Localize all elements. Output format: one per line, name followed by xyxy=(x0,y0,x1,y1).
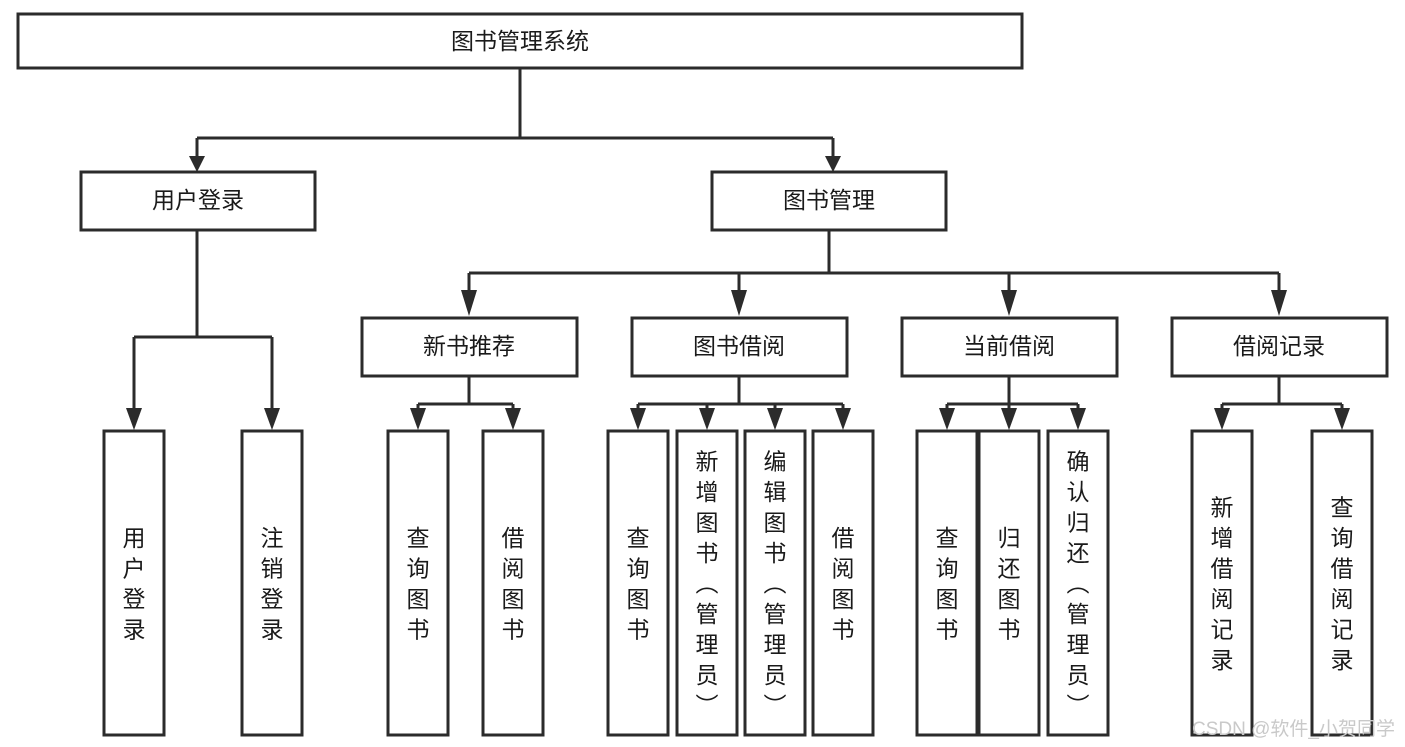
node-new-book-recommend-box[interactable] xyxy=(360,316,579,378)
node-book-manage-box[interactable] xyxy=(710,170,948,232)
node-new-book-recommend-label: 新书推荐 xyxy=(423,333,515,359)
node-current-borrow-box[interactable] xyxy=(900,316,1119,378)
arrow-to-leaf-borrow-book-2 xyxy=(835,408,851,430)
leaf-confirm-return-box[interactable] xyxy=(1046,429,1110,737)
leaf-user-login-label: 用户登录 xyxy=(123,525,146,643)
leaf-borrow-book-recommend-box[interactable] xyxy=(481,429,545,737)
arrow-to-leaf-edit-book xyxy=(767,408,783,430)
node-new-book-recommend[interactable]: 新书推荐 xyxy=(360,316,579,378)
leaf-query-borrow-record[interactable]: 查询借阅记录 xyxy=(1310,429,1374,737)
leaf-borrow-book-recommend-label: 借阅图书 xyxy=(502,525,525,643)
connector-new-book-to-leaves xyxy=(416,377,515,412)
arrow-to-leaf-confirm-return xyxy=(1070,408,1086,430)
node-book-borrow-box[interactable] xyxy=(630,316,849,378)
leaf-borrow-book-label: 借阅图书 xyxy=(832,525,855,643)
leaf-borrow-book[interactable]: 借阅图书 xyxy=(811,429,875,737)
connector-borrow-record-to-leaves xyxy=(1220,377,1344,412)
leaf-query-book-recommend[interactable]: 查询图书 xyxy=(386,429,450,737)
leaf-query-book-borrow-label: 查询图书 xyxy=(627,525,650,643)
leaf-add-borrow-record[interactable]: 新增借阅记录 xyxy=(1190,429,1254,737)
node-book-borrow[interactable]: 图书借阅 xyxy=(630,316,849,378)
arrow-to-leaf-query-record xyxy=(1334,408,1350,430)
node-user-login[interactable]: 用户登录 xyxy=(79,170,317,232)
leaf-borrow-book-recommend[interactable]: 借阅图书 xyxy=(481,429,545,737)
leaf-confirm-return[interactable]: 确认归还︵管理员︶ xyxy=(1046,429,1110,737)
leaf-add-book-label: 新增图书︵管理员︶ xyxy=(696,449,719,719)
node-root[interactable]: 图书管理系统 xyxy=(16,12,1024,70)
leaf-user-login[interactable]: 用户登录 xyxy=(102,429,166,737)
arrow-to-borrow-record xyxy=(1271,290,1287,316)
leaf-logout-label: 注销登录 xyxy=(261,525,284,643)
node-borrow-record-box[interactable] xyxy=(1170,316,1389,378)
leaf-query-book-current-label: 查询图书 xyxy=(936,525,959,643)
connector-book-borrow-to-leaves xyxy=(636,377,845,412)
leaf-query-book-recommend-box[interactable] xyxy=(386,429,450,737)
leaf-edit-book[interactable]: 编辑图书︵管理员︶ xyxy=(743,429,807,737)
arrow-to-leaf-add-record xyxy=(1214,408,1230,430)
leaf-user-login-box[interactable] xyxy=(102,429,166,737)
connector-current-borrow-to-leaves xyxy=(945,377,1080,412)
leaf-edit-book-box[interactable] xyxy=(743,429,807,737)
node-book-manage-label: 图书管理 xyxy=(783,187,875,213)
leaf-query-borrow-record-label: 查询借阅记录 xyxy=(1331,494,1354,673)
arrow-to-leaf-borrow-book-1 xyxy=(505,408,521,430)
leaf-query-book-recommend-label: 查询图书 xyxy=(407,525,430,643)
arrow-to-book-manage xyxy=(825,156,841,172)
leaf-add-borrow-record-box[interactable] xyxy=(1190,429,1254,737)
arrow-to-leaf-logout xyxy=(264,408,280,430)
leaf-add-book-box[interactable] xyxy=(675,429,739,737)
arrow-to-new-book-recommend xyxy=(461,290,477,316)
leaf-return-book-label: 归还图书 xyxy=(998,525,1021,643)
arrow-to-leaf-query-book-1 xyxy=(410,408,426,430)
leaf-query-book-current-box[interactable] xyxy=(915,429,979,737)
node-current-borrow[interactable]: 当前借阅 xyxy=(900,316,1119,378)
node-root-box[interactable] xyxy=(16,12,1024,70)
node-book-borrow-label: 图书借阅 xyxy=(693,333,785,359)
node-current-borrow-label: 当前借阅 xyxy=(963,333,1055,359)
leaf-query-borrow-record-box[interactable] xyxy=(1310,429,1374,737)
leaf-return-book-box[interactable] xyxy=(977,429,1041,737)
connectors-layer xyxy=(126,68,1350,430)
node-borrow-record[interactable]: 借阅记录 xyxy=(1170,316,1389,378)
node-borrow-record-label: 借阅记录 xyxy=(1233,333,1325,359)
node-book-manage[interactable]: 图书管理 xyxy=(710,170,948,232)
arrow-to-leaf-query-book-3 xyxy=(939,408,955,430)
leaf-borrow-book-box[interactable] xyxy=(811,429,875,737)
leaf-logout[interactable]: 注销登录 xyxy=(240,429,304,737)
leaf-add-borrow-record-label: 新增借阅记录 xyxy=(1211,494,1234,673)
node-user-login-box[interactable] xyxy=(79,170,317,232)
leaf-query-book-borrow[interactable]: 查询图书 xyxy=(606,429,670,737)
leaf-query-book-current[interactable]: 查询图书 xyxy=(915,429,979,737)
leaf-logout-box[interactable] xyxy=(240,429,304,737)
arrow-to-current-borrow xyxy=(1001,290,1017,316)
arrow-to-book-borrow xyxy=(731,290,747,316)
connector-user-login-to-leaves xyxy=(132,231,274,410)
arrow-to-leaf-user-login xyxy=(126,408,142,430)
node-root-label: 图书管理系统 xyxy=(451,28,589,54)
leaf-return-book[interactable]: 归还图书 xyxy=(977,429,1041,737)
leaf-confirm-return-label: 确认归还︵管理员︶ xyxy=(1067,449,1090,719)
arrow-to-leaf-query-book-2 xyxy=(630,408,646,430)
leaf-add-book[interactable]: 新增图书︵管理员︶ xyxy=(675,429,739,737)
connector-root-to-level2 xyxy=(195,68,835,158)
node-user-login-label: 用户登录 xyxy=(152,187,244,213)
leaf-edit-book-label: 编辑图书︵管理员︶ xyxy=(764,449,787,719)
leaf-query-book-borrow-box[interactable] xyxy=(606,429,670,737)
arrow-to-leaf-add-book xyxy=(699,408,715,430)
connector-book-manage-to-level3 xyxy=(467,231,1281,292)
arrow-to-user-login xyxy=(189,156,205,172)
arrow-to-leaf-return-book xyxy=(1001,408,1017,430)
csdn-watermark: CSDN @软件_小贺同学 xyxy=(1192,719,1395,740)
